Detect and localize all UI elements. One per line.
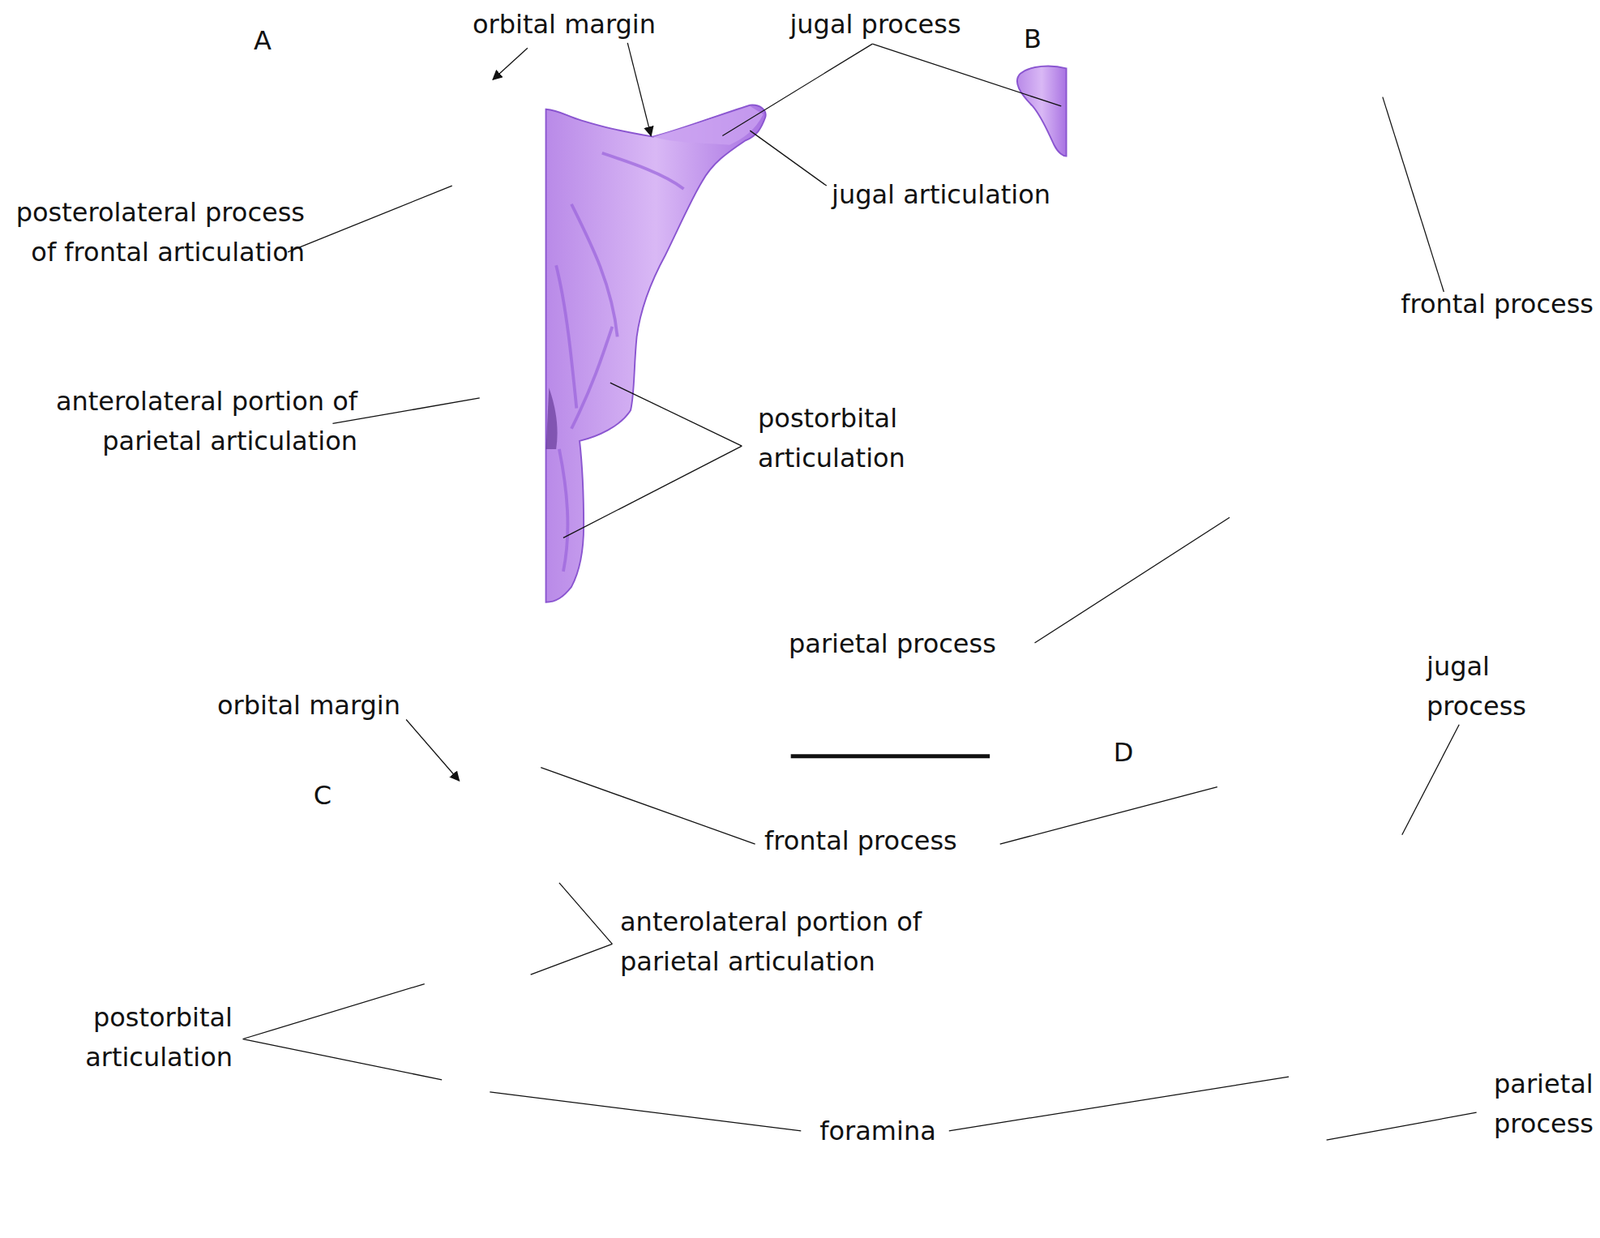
panel-letter: C xyxy=(313,775,332,816)
panel-letter: A xyxy=(253,21,272,61)
part-label: frontal process xyxy=(764,821,958,861)
part-label: foramina xyxy=(819,1111,937,1151)
part-label: jugal process xyxy=(1426,646,1527,727)
bone-shading xyxy=(546,387,558,450)
panel-letter: B xyxy=(1023,19,1042,60)
postorbital-bone xyxy=(546,105,766,603)
leader-lines xyxy=(243,42,1477,1140)
part-label: postorbital articulation xyxy=(757,398,906,479)
part-label: parietal process xyxy=(788,624,997,664)
part-label: anterolateral portion of parietal articu… xyxy=(620,902,973,982)
bone-fragment xyxy=(1017,65,1067,156)
part-label: postorbital articulation xyxy=(85,997,233,1078)
part-label: jugal process xyxy=(789,4,961,45)
part-label: orbital margin xyxy=(217,685,401,726)
part-label: orbital margin xyxy=(472,4,656,45)
part-label: anterolateral portion of parietal articu… xyxy=(4,381,358,462)
bone-shading xyxy=(653,106,764,146)
part-label: parietal process xyxy=(1493,1064,1594,1144)
part-label: frontal process xyxy=(1400,284,1594,325)
panel-letter: D xyxy=(1113,732,1134,773)
scale-bar xyxy=(791,753,990,758)
part-label: jugal articulation xyxy=(831,175,1051,215)
part-label: posterolateral process of frontal articu… xyxy=(4,192,305,273)
